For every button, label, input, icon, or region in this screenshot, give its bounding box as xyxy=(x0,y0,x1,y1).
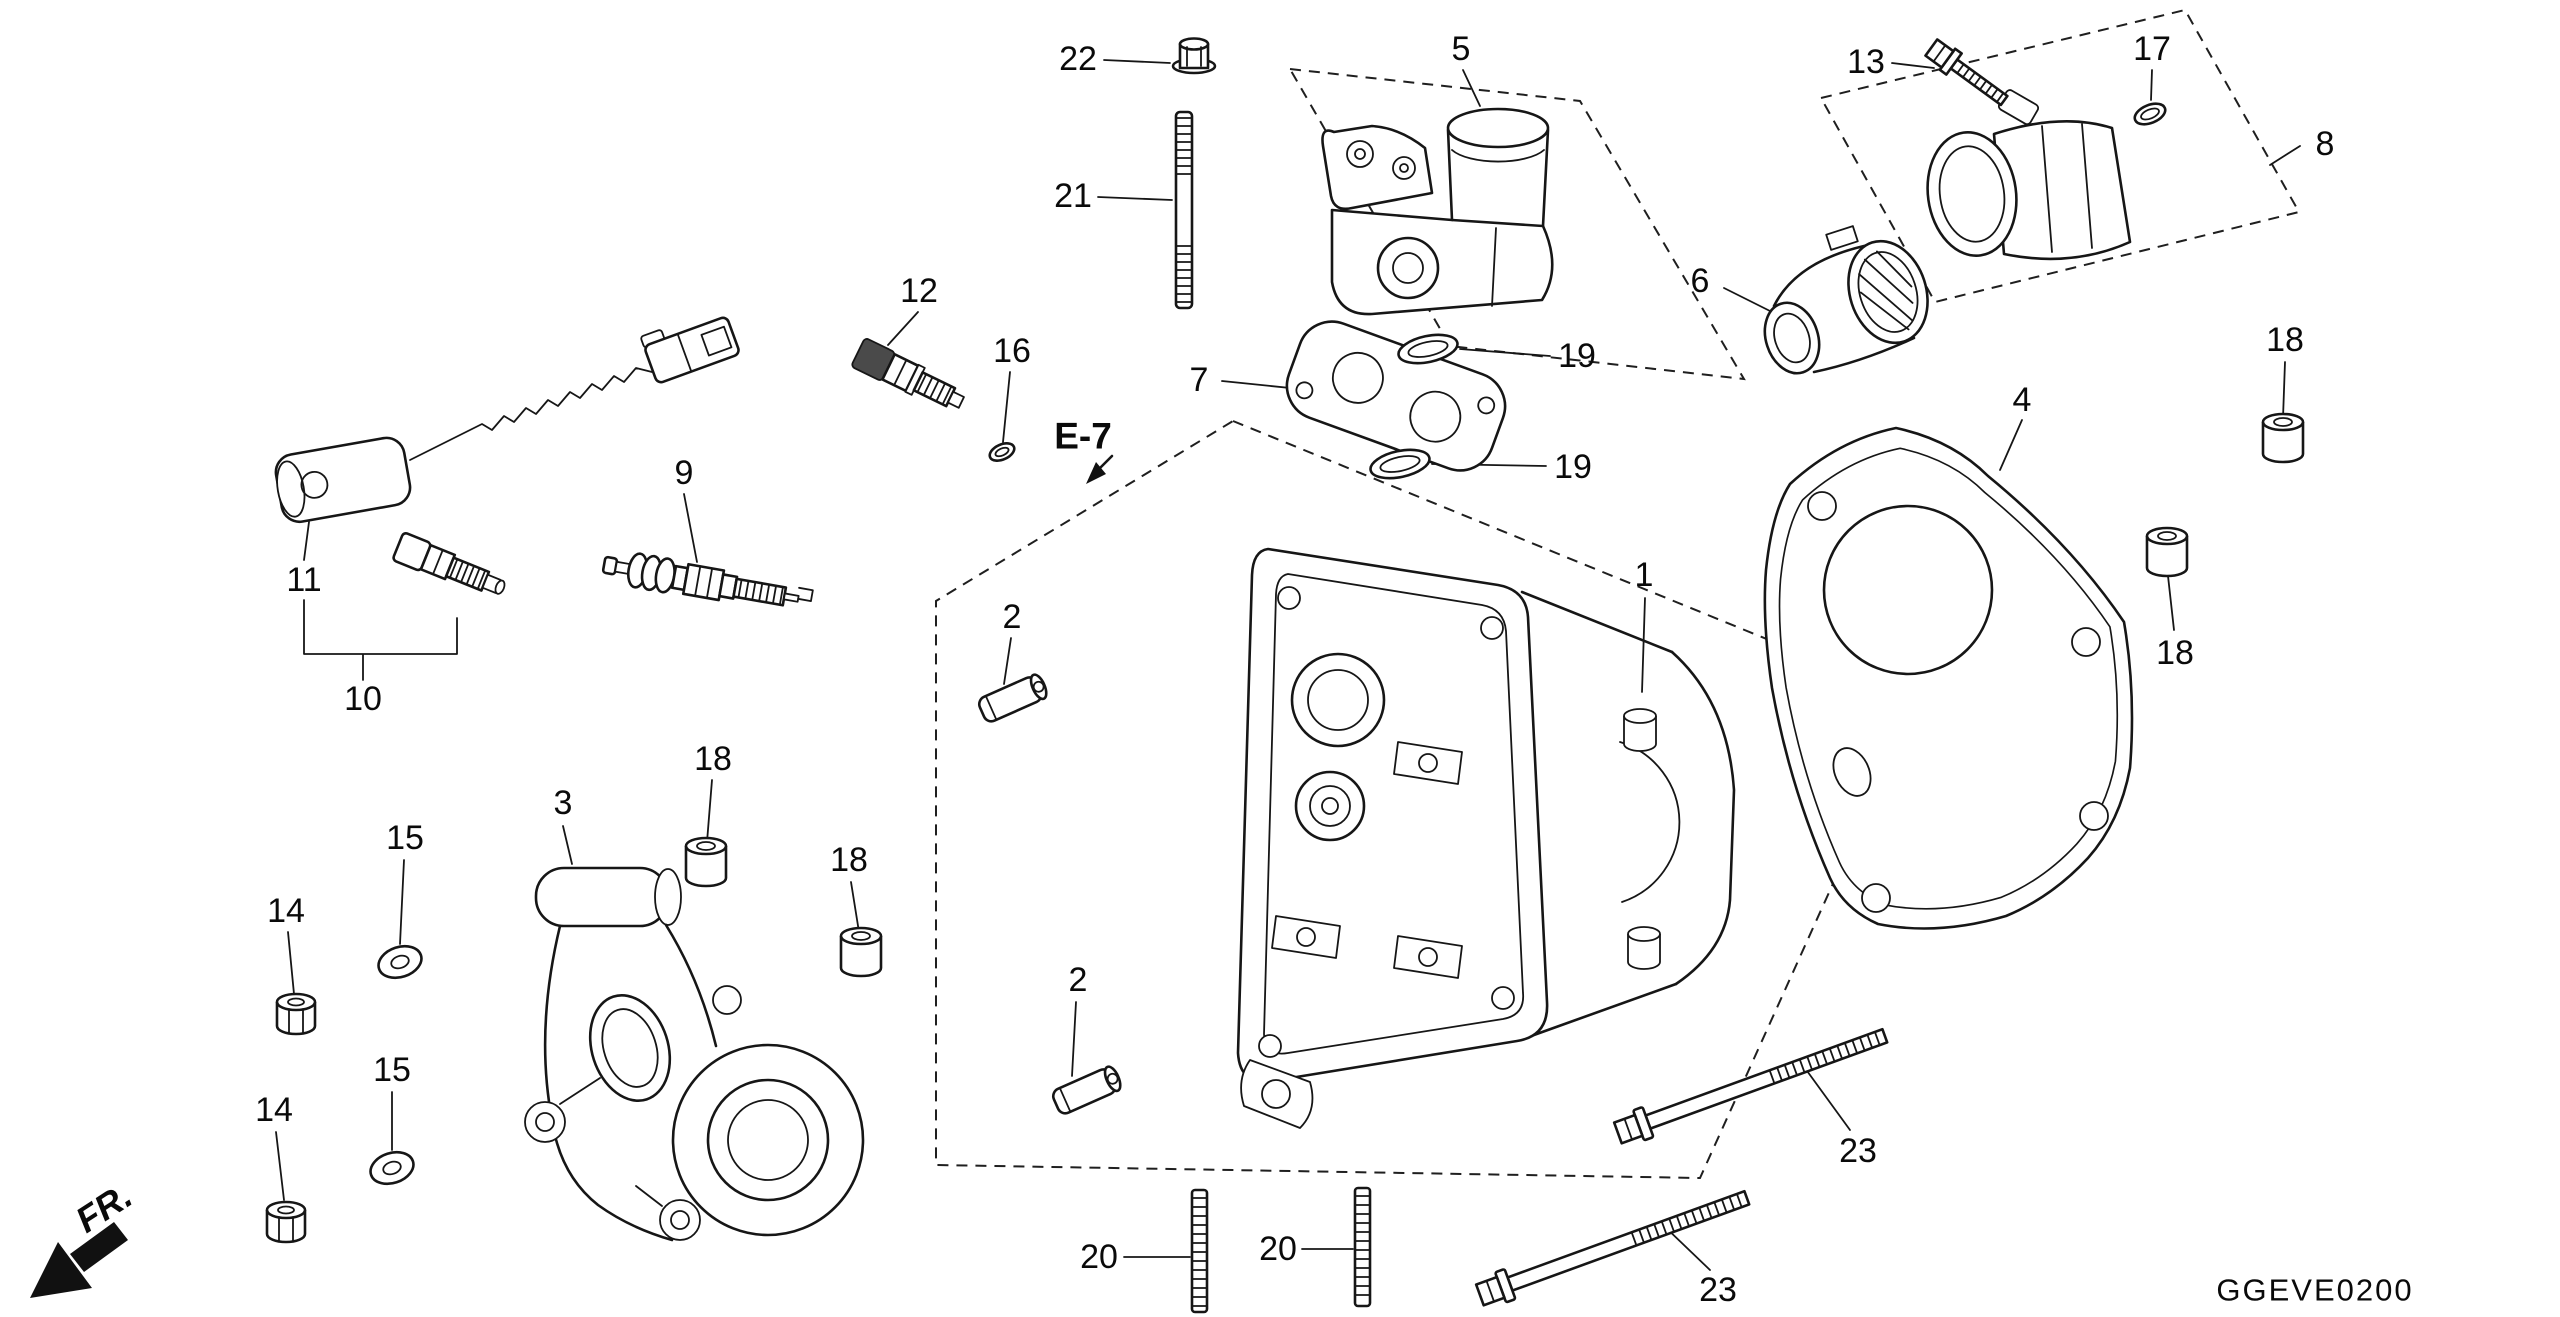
callout-19-upper: 19 xyxy=(1558,337,1596,375)
callout-6: 6 xyxy=(1690,262,1710,300)
callout-23-a: 23 xyxy=(1839,1132,1877,1170)
callout-20-a: 20 xyxy=(1080,1238,1118,1276)
callout-18-b: 18 xyxy=(2156,634,2194,672)
callout-19-lower: 19 xyxy=(1554,448,1592,486)
part-inlet-manifold xyxy=(524,866,865,1242)
callout-18-c: 18 xyxy=(694,740,732,778)
leader-lines xyxy=(275,59,2301,1271)
callout-4: 4 xyxy=(2012,381,2032,419)
part-collar-18-a xyxy=(2261,412,2305,464)
callout-16: 16 xyxy=(993,332,1031,370)
callout-2-lower: 2 xyxy=(1068,961,1088,999)
callout-13: 13 xyxy=(1847,43,1885,81)
callout-14-a: 14 xyxy=(267,892,305,930)
part-collar-18-c xyxy=(684,836,728,888)
front-direction-arrow xyxy=(30,1222,128,1298)
callout-23-b: 23 xyxy=(1699,1271,1737,1309)
part-cylinder-head xyxy=(1236,547,1736,1129)
callout-10: 10 xyxy=(344,680,382,718)
callout-12: 12 xyxy=(900,272,938,310)
part-collar-18-d xyxy=(839,926,883,978)
part-stud-21 xyxy=(1174,110,1194,310)
callout-21: 21 xyxy=(1054,177,1092,215)
part-flange-bolt-23-a xyxy=(1612,1027,1889,1145)
callout-18-d: 18 xyxy=(830,841,868,879)
dashed-box-sensor-boot xyxy=(1819,8,2301,304)
callout-8: 8 xyxy=(2315,125,2335,163)
callout-22: 22 xyxy=(1059,40,1097,78)
part-cap-nut-22 xyxy=(1171,37,1217,75)
part-dowel-pin-lower xyxy=(1051,1065,1122,1115)
part-dowel-pin-upper xyxy=(977,673,1048,723)
callout-3: 3 xyxy=(553,784,573,822)
part-throttle-body xyxy=(1321,107,1554,316)
part-cylinder-head-gasket xyxy=(1763,426,2134,930)
callout-11: 11 xyxy=(286,561,322,599)
part-spark-plug xyxy=(601,552,814,607)
part-intake-pipe xyxy=(1763,225,1929,375)
part-collar-18-b xyxy=(2145,526,2189,578)
part-sensor-assembly-11 xyxy=(274,316,740,524)
diagram-code: GGEVE0200 xyxy=(2216,1272,2414,1308)
callout-20-b: 20 xyxy=(1259,1230,1297,1268)
part-flange-bolt-13 xyxy=(1924,38,2009,107)
part-washer-15-b xyxy=(369,1150,415,1186)
callout-15-a: 15 xyxy=(386,819,424,857)
part-thermo-sensor-10 xyxy=(392,531,506,595)
part-stud-20-b xyxy=(1353,1186,1372,1308)
callout-9: 9 xyxy=(674,454,694,492)
callout-5: 5 xyxy=(1451,30,1471,68)
callout-15-b: 15 xyxy=(373,1051,411,1089)
part-o-ring-17 xyxy=(2133,102,2167,126)
part-temperature-sensor-12 xyxy=(851,338,965,409)
head-stud-boss xyxy=(1623,708,1661,970)
callout-7: 7 xyxy=(1189,361,1209,399)
part-sensor-boot xyxy=(1926,89,2132,261)
reference-link-e7[interactable]: E-7 xyxy=(1054,415,1112,457)
callout-2-upper: 2 xyxy=(1002,598,1022,636)
callout-1: 1 xyxy=(1634,556,1654,594)
bracket-lines-10-11 xyxy=(303,521,458,681)
part-nut-14-a xyxy=(275,992,317,1036)
e7-reference-arrow xyxy=(1086,454,1114,484)
callout-14-b: 14 xyxy=(255,1091,293,1129)
callout-17: 17 xyxy=(2133,30,2171,68)
part-nut-14-b xyxy=(265,1200,307,1244)
callout-18-a: 18 xyxy=(2266,321,2304,359)
part-o-ring-19-lower xyxy=(1369,448,1431,480)
part-washer-15-a xyxy=(377,944,423,980)
part-stud-20-a xyxy=(1190,1188,1209,1314)
part-o-ring-16 xyxy=(988,442,1016,462)
part-flange-bolt-23-b xyxy=(1474,1189,1751,1307)
part-o-ring-19-upper xyxy=(1397,333,1459,365)
